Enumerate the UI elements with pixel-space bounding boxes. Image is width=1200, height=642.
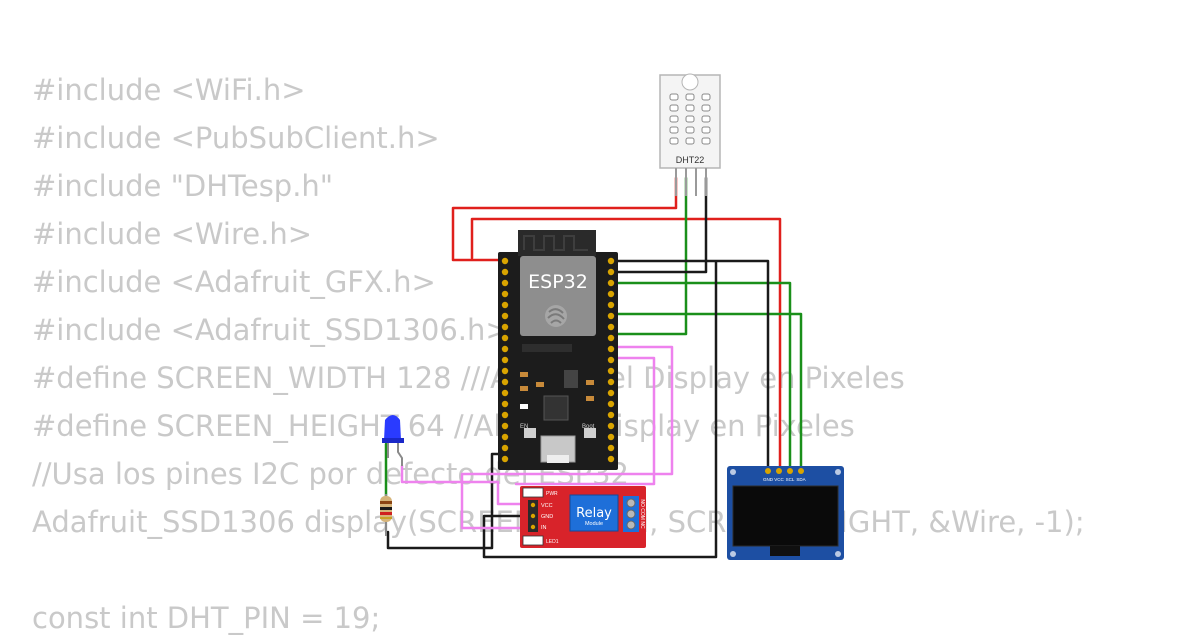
- code-listing: #include <WiFi.h> #include <PubSubClient.…: [32, 66, 1085, 642]
- wire-green-scl[interactable]: [610, 281, 792, 472]
- relay-led-label: LED1: [546, 539, 559, 545]
- oled-screen: [732, 485, 839, 547]
- led[interactable]: [382, 415, 404, 466]
- dht22-grille: [669, 93, 711, 145]
- relay-subtitle: Module: [585, 521, 603, 527]
- dht22-sensor[interactable]: DHT22: [659, 73, 721, 196]
- wire-black-dht-gnd[interactable]: [610, 176, 708, 274]
- esp32-left-pins: [501, 257, 509, 463]
- oled-pin-scl: SCL: [786, 477, 795, 482]
- relay-pwr-label: PWR: [546, 491, 558, 497]
- relay-pin-in: IN: [541, 525, 547, 531]
- code-line: #include "DHTesp.h": [32, 169, 334, 203]
- dht22-pins: [675, 168, 707, 196]
- code-line: #include <Adafruit_GFX.h>: [32, 265, 436, 299]
- oled-display[interactable]: GND VCC SCL SDA: [727, 466, 844, 560]
- code-line: const int DHT_PIN = 19;: [32, 601, 381, 635]
- dht22-label: DHT22: [676, 155, 705, 165]
- resistor[interactable]: [380, 494, 392, 536]
- en-button[interactable]: [524, 428, 536, 438]
- wire-green-sda[interactable]: [610, 312, 803, 472]
- oled-pin-vcc: VCC: [774, 477, 784, 482]
- relay-title: Relay: [576, 506, 612, 521]
- espressif-logo-icon: [545, 305, 567, 327]
- code-line: #include <Wire.h>: [32, 217, 313, 251]
- boot-label: Boot: [582, 424, 595, 430]
- wire-pink-relay-vcc[interactable]: [400, 464, 522, 506]
- boot-button[interactable]: [584, 428, 596, 438]
- wire-red-dht-vcc[interactable]: [451, 176, 678, 262]
- en-label: EN: [520, 424, 528, 430]
- wire-black-oled-gnd[interactable]: [610, 259, 770, 472]
- oled-pin-sda: SDA: [796, 477, 805, 482]
- oled-pin-gnd: GND: [763, 477, 774, 482]
- wire-pink-esp-vin[interactable]: [514, 356, 656, 486]
- wire-green-dht-data[interactable]: [610, 176, 688, 336]
- esp32-right-pins: [607, 257, 615, 463]
- code-line: #include <PubSubClient.h>: [32, 121, 440, 155]
- wire-pink-relay-in[interactable]: [460, 345, 674, 530]
- oled-header-pins: [765, 468, 804, 474]
- wires: [384, 176, 803, 559]
- relay-pin-gnd: GND: [541, 514, 553, 520]
- code-line: #include <WiFi.h>: [32, 73, 306, 107]
- esp32-label: ESP32: [528, 271, 588, 293]
- wire-black-relay-gnd[interactable]: [482, 260, 718, 559]
- relay-terminal-label: NO COM NC: [639, 499, 645, 529]
- code-line: #include <Adafruit_SSD1306.h>: [32, 313, 510, 347]
- wire-red-oled-vcc[interactable]: [470, 217, 782, 472]
- relay-pin-vcc: VCC: [541, 503, 553, 509]
- relay-module[interactable]: PWR LED1 VCC GND IN Relay Module NO COM …: [520, 486, 646, 548]
- wire-black-led-gnd[interactable]: [386, 452, 510, 550]
- esp32-board[interactable]: ESP32 EN Boot: [498, 230, 618, 470]
- code-line: Adafruit_SSD1306 display(SCREEN_WIDTH, S…: [32, 505, 1085, 539]
